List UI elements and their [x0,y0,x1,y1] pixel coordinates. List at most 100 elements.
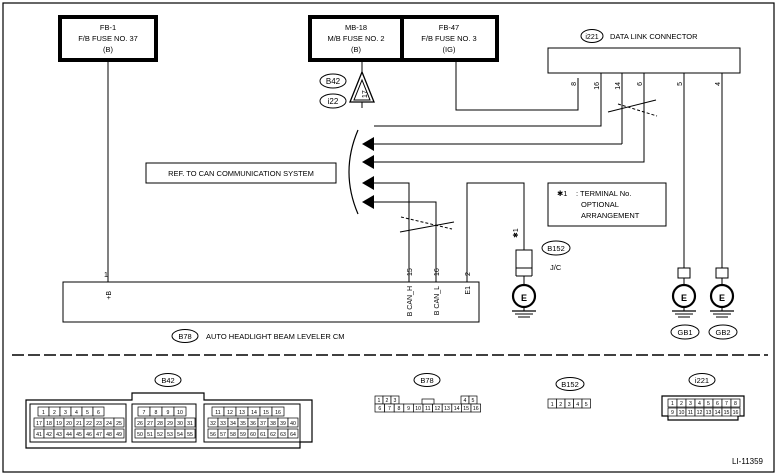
pin-number: 5 [86,410,89,416]
badge-b78-view [413,373,441,387]
badge-b78-ecu [171,329,199,343]
pin-number: 41 [36,432,42,438]
badge-b42 [319,73,347,89]
pin-number: 42 [46,432,52,438]
fuse-fb47: FB-47 F/B FUSE NO. 3 (IG) [400,15,499,62]
ecu-pin-2: 2 [465,272,472,276]
pin-number: 15 [263,410,269,416]
pin-number: 2 [386,398,389,404]
pin-number: 58 [230,432,236,438]
pin-number: 10 [679,410,685,416]
pin-number: 6 [97,410,100,416]
ground-gb1: E [671,283,697,318]
pin-number: 19 [56,421,62,427]
pin-cell [470,403,481,413]
note-line3: ARRANGEMENT [581,211,640,220]
wire-e1 [466,182,525,282]
pin-number: 32 [210,421,216,427]
pin-number: 23 [96,421,102,427]
pin-cell [184,417,196,428]
fuse-fb47-id: FB-47 [439,23,459,32]
can-arrow-3 [362,176,374,190]
badge-gb2 [708,324,738,340]
pin-number: 7 [725,401,728,407]
ecu-label-e1: E1 [465,286,472,295]
ecu-pin-15: 15 [407,268,414,276]
pin-number: 1 [378,398,381,404]
pin-number: 48 [106,432,112,438]
wire-pin16 [374,73,602,127]
badge-b152-view-label: B152 [561,380,579,389]
pin-number: 35 [240,421,246,427]
can-arrow-4 [362,195,374,209]
wire-pin6 [374,73,645,163]
badge-i221-label: i221 [585,34,598,41]
pin-number: 28 [157,421,163,427]
pin-number: 61 [260,432,266,438]
ground-gb2: E [709,283,735,318]
badge-i221-view-label: i221 [695,376,709,385]
pin-number: 60 [250,432,256,438]
pin-number: 49 [116,432,122,438]
wire-can-h [374,182,410,282]
pin-number: 1 [551,402,554,408]
pin-number: 5 [585,402,588,408]
pin-number: 21 [76,421,82,427]
pin-number: 1 [42,410,45,416]
note-box: ✱1 : TERMINAL No. OPTIONAL ARRANGEMENT [547,182,667,227]
pin-number: 16 [733,410,739,416]
fuse-mb18-name: M/B FUSE NO. 2 [327,34,384,43]
ecu-label-pb: +B [106,291,113,300]
pin-number: 12 [227,410,233,416]
note-mark: ✱1 [557,189,567,198]
pin-number: 5 [472,398,475,404]
badge-i221 [580,29,604,43]
ecu-title: AUTO HEADLIGHT BEAM LEVELER CM [206,332,345,341]
pin-number: 20 [66,421,72,427]
ecu-pin-16: 16 [434,268,441,276]
pin-number: 57 [220,432,226,438]
pin-number: 3 [689,401,692,407]
pin-number: 54 [177,432,183,438]
ground-gb2-symbol: E [719,293,725,303]
pin-number: 30 [177,421,183,427]
pin-number: 39 [280,421,286,427]
pin-cell [287,428,299,439]
pin-number: 13 [444,406,450,412]
pin-number: 16 [473,406,479,412]
jc-label: J/C [550,263,562,272]
ref-can-box [145,162,337,184]
pin-cell [173,406,187,417]
pin-number: 36 [250,421,256,427]
pin-number: 9 [167,410,170,416]
fuse-fb1-id: FB-1 [100,23,116,32]
badge-i22 [319,93,347,109]
pin-cell [287,417,299,428]
pin-number: 24 [106,421,112,427]
pin-number: 1 [671,401,674,407]
pin-number: 8 [398,406,401,412]
pin-number: 10 [415,406,421,412]
fuse-fb47-name: F/B FUSE NO. 3 [421,34,476,43]
pin-number: 3 [64,410,67,416]
data-link-title: DATA LINK CONNECTOR [610,32,698,41]
pin-5: 5 [677,82,684,86]
pin-14: 14 [615,82,622,90]
jc-body [515,249,533,269]
ecu-label-canl: B CAN_L [434,286,441,315]
figure-id: LI-11359 [732,457,764,466]
pin-cell [730,407,741,417]
jc-star-mark: ✱1 [512,228,520,238]
pin-number: 38 [270,421,276,427]
pin-4: 4 [715,82,722,86]
badge-gb1 [670,324,700,340]
pin-number: 55 [187,432,193,438]
pin-number: 13 [239,410,245,416]
badge-gb1-label: GB1 [677,328,692,337]
pin-number: 63 [280,432,286,438]
pin-number: 3 [568,402,571,408]
pin-number: 11 [425,406,430,412]
pin-number: 8 [734,401,737,407]
